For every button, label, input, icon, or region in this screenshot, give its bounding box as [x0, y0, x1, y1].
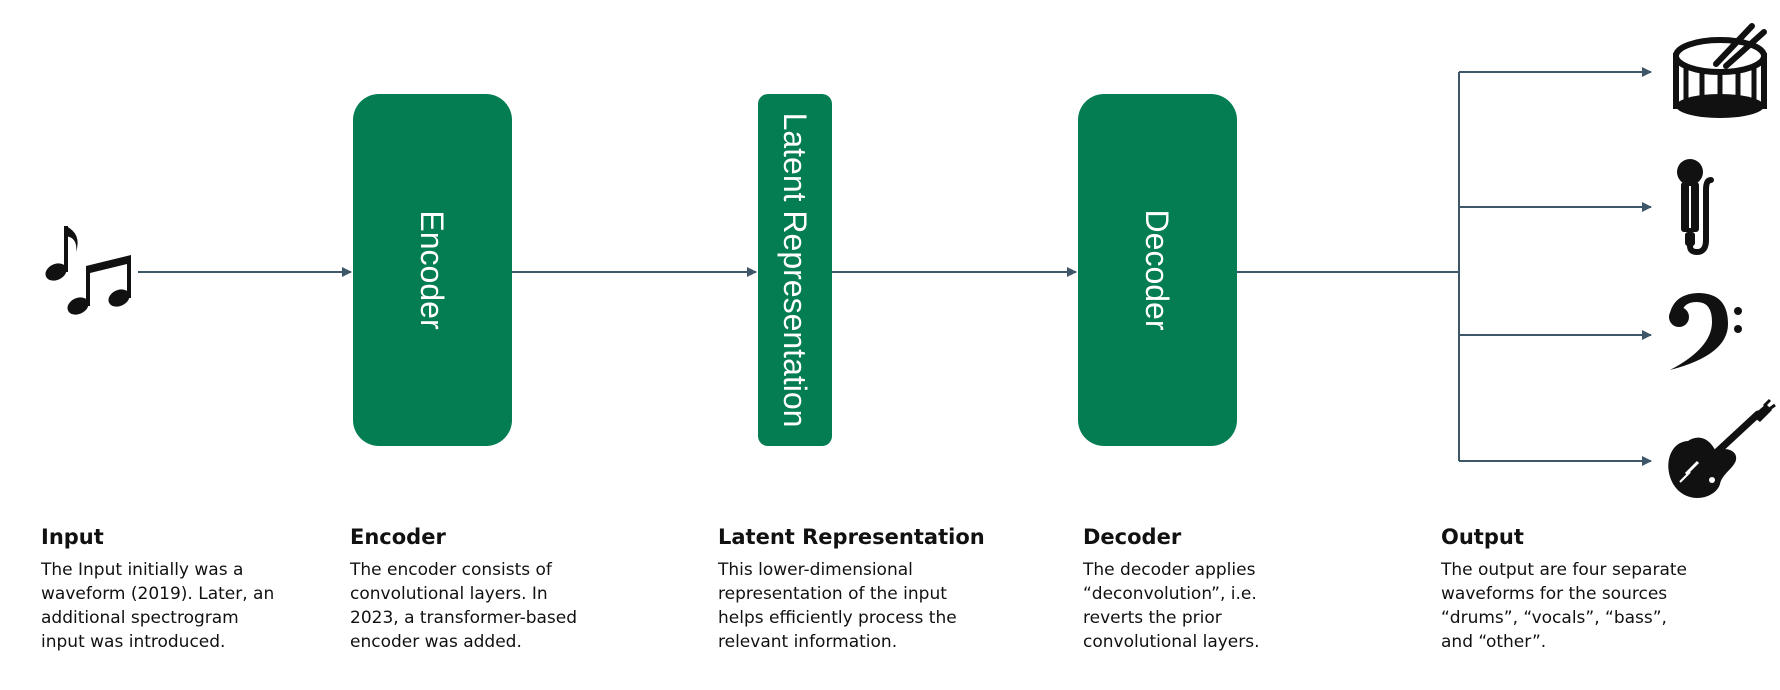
encoder-description-line: convolutional layers. In: [350, 584, 548, 605]
latent-description-title: Latent Representation: [718, 525, 985, 549]
decoder-description-body: The decoder applies “deconvolution”, i.e…: [1083, 558, 1383, 654]
output-description-title: Output: [1441, 525, 1524, 549]
input-description-line: input was introduced.: [41, 632, 226, 653]
latent-description: Latent Representation This lower-dimensi…: [718, 525, 1018, 654]
encoder-description-line: 2023, a transformer-based: [350, 608, 578, 629]
output-description-body: The output are four separate waveforms f…: [1441, 558, 1741, 654]
encoder-box-label: Encoder: [414, 210, 450, 330]
decoder-description-line: reverts the prior: [1083, 608, 1222, 629]
encoder-description: Encoder The encoder consists of convolut…: [350, 525, 650, 654]
drum-icon: [1673, 23, 1767, 118]
output-description-line: “drums”, “vocals”, “bass”,: [1441, 608, 1667, 629]
input-description-line: waveform (2019). Later, an: [41, 584, 275, 605]
microphone-icon: [1677, 159, 1714, 256]
input-description-line: additional spectrogram: [41, 608, 239, 629]
music-notes-icon: [45, 226, 131, 315]
latent-description-line: representation of the input: [718, 584, 947, 605]
latent-description-line: helps efficiently process the: [718, 608, 957, 629]
encoder-description-line: The encoder consists of: [350, 560, 552, 581]
input-description-line: The Input initially was a: [41, 560, 244, 581]
decoder-description: Decoder The decoder applies “deconvoluti…: [1083, 525, 1383, 654]
encoder-box: Encoder: [353, 94, 512, 446]
input-description: Input The Input initially was a waveform…: [41, 525, 341, 654]
output-description: Output The output are four separate wave…: [1441, 525, 1741, 654]
encoder-description-body: The encoder consists of convolutional la…: [350, 558, 650, 654]
flow-arrows: [138, 67, 1652, 466]
latent-box: Latent Representation: [758, 94, 832, 446]
decoder-description-line: “deconvolution”, i.e.: [1083, 584, 1257, 605]
encoder-description-title: Encoder: [350, 525, 446, 549]
input-description-body: The Input initially was a waveform (2019…: [41, 558, 341, 654]
decoder-description-line: convolutional layers.: [1083, 632, 1260, 653]
latent-description-line: relevant information.: [718, 632, 898, 653]
output-description-line: waveforms for the sources: [1441, 584, 1668, 605]
latent-box-label: Latent Representation: [777, 113, 813, 428]
decoder-box-label: Decoder: [1139, 210, 1175, 331]
electric-guitar-icon: [1668, 398, 1776, 498]
decoder-description-title: Decoder: [1083, 525, 1182, 549]
output-description-line: The output are four separate: [1441, 560, 1688, 581]
encoder-description-line: encoder was added.: [350, 632, 522, 653]
bass-clef-icon: [1669, 293, 1742, 370]
latent-description-body: This lower-dimensional representation of…: [718, 558, 1018, 654]
input-description-title: Input: [41, 525, 104, 549]
decoder-box: Decoder: [1078, 94, 1237, 446]
decoder-description-line: The decoder applies: [1083, 560, 1256, 581]
output-description-line: and “other”.: [1441, 632, 1547, 653]
latent-description-line: This lower-dimensional: [718, 560, 913, 581]
